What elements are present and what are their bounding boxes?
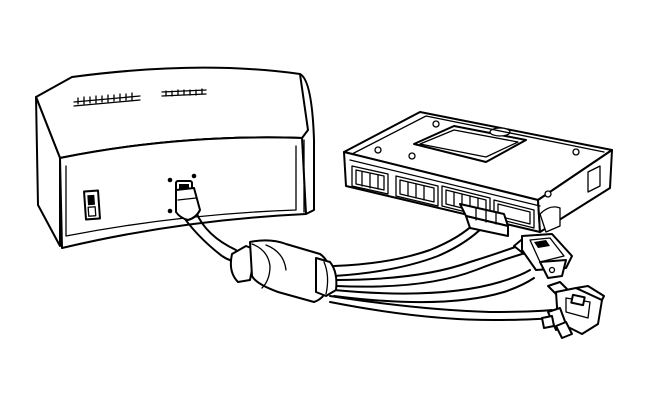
cable-to-test-plug xyxy=(329,295,553,313)
ecu-plug xyxy=(459,203,509,237)
power-supply-side xyxy=(35,96,61,247)
cable-to-db-connector xyxy=(333,269,531,295)
vent-slots-right xyxy=(161,88,207,97)
power-plug-boot xyxy=(175,187,201,221)
power-supply-unit xyxy=(35,66,315,249)
cable-to-ecu-a xyxy=(333,221,477,267)
cable-to-ecu-b xyxy=(335,245,519,281)
vent-slots-left xyxy=(73,92,141,107)
control-module xyxy=(343,111,613,233)
test-plug xyxy=(541,281,605,339)
power-switch xyxy=(83,189,101,221)
db-connector xyxy=(513,233,573,279)
cable-junction-connector xyxy=(229,239,338,303)
